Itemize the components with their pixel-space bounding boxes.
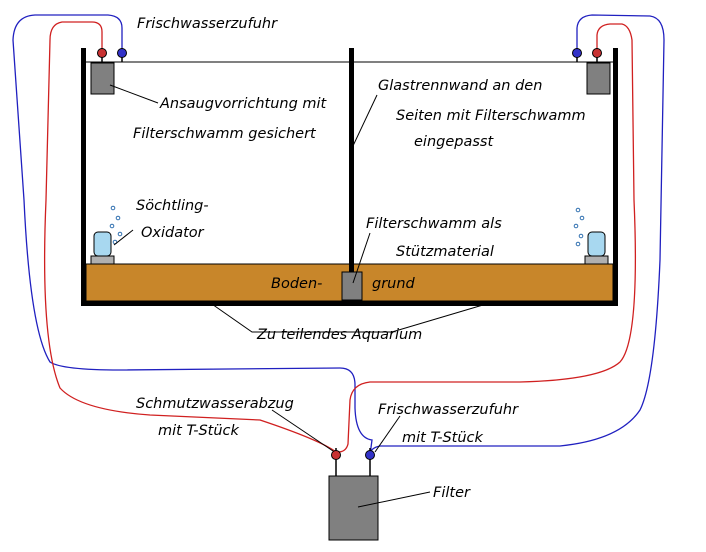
pointer-dirty-outlet: [271, 409, 334, 452]
support-sponge: [341, 271, 363, 301]
label-intake-line1: Ansaugvorrichtung mit: [159, 96, 328, 112]
label-aquarium: Zu teilendes Aquarium: [256, 327, 422, 343]
label-filter: Filter: [433, 485, 471, 501]
fresh-water-line-left: [12, 14, 373, 456]
label-intake-line2: Filterschwamm gesichert: [133, 126, 317, 142]
intake-device-right: [586, 62, 611, 95]
valve-blue-top-right: [572, 48, 582, 62]
filter-canister: [328, 475, 379, 541]
label-fresh-inlet-line1: Frischwasserzufuhr: [378, 402, 519, 418]
label-fresh-water-supply-top: Frischwasserzufuhr: [137, 16, 278, 32]
pointer-divider: [351, 94, 378, 149]
oxidator-left: [90, 205, 123, 265]
labels: Frischwasserzufuhr Ansaugvorrichtung mit…: [133, 16, 586, 501]
dirty-water-line-left: [43, 21, 337, 455]
label-divider-line2: Seiten mit Filterschwamm: [396, 108, 586, 124]
pointer-filter: [357, 491, 431, 508]
intake-device-left: [90, 62, 115, 95]
bubbles-icon: [109, 205, 123, 245]
label-divider-line3: eingepasst: [414, 134, 494, 150]
label-substrate-right: grund: [372, 276, 416, 292]
pointer-aquarium: [208, 301, 494, 333]
pointer-support: [352, 232, 371, 284]
valve-red-t-piece: [331, 448, 341, 476]
valve-red-top-left: [97, 48, 107, 62]
tank-wall-right: [613, 48, 618, 306]
pointer-intake: [109, 84, 159, 104]
tubing: [12, 14, 665, 456]
label-dirty-outlet-line2: mit T-Stück: [158, 423, 240, 439]
aquarium-tank: [81, 48, 618, 306]
tank-wall-left: [81, 48, 86, 306]
glass-divider: [349, 48, 354, 272]
valve-blue-top-left: [117, 48, 127, 62]
bubbles-icon: [573, 207, 585, 247]
label-divider-line1: Glastrennwand an den: [378, 78, 542, 94]
label-support-line1: Filterschwamm als: [366, 216, 502, 232]
dirty-water-line-right: [337, 23, 637, 453]
oxidator-right: [573, 207, 609, 265]
valves-top: [97, 48, 602, 62]
label-fresh-inlet-line2: mit T-Stück: [402, 430, 484, 446]
pointer-oxidator: [113, 229, 134, 246]
valve-red-top-right: [592, 48, 602, 62]
label-oxidator-line1: Söchtling-: [136, 198, 209, 214]
valve-blue-t-piece: [365, 448, 375, 476]
fresh-water-line-right: [369, 14, 665, 456]
tank-wall-bottom: [81, 301, 618, 306]
label-oxidator-line2: Oxidator: [141, 225, 205, 241]
pointer-fresh-inlet: [374, 415, 401, 453]
valves-bottom: [331, 448, 375, 476]
label-dirty-outlet-line1: Schmutzwasserabzug: [136, 396, 294, 412]
pointer-lines: [109, 84, 494, 508]
label-substrate-left: Boden-: [271, 276, 322, 292]
label-support-line2: Stützmaterial: [396, 244, 494, 260]
